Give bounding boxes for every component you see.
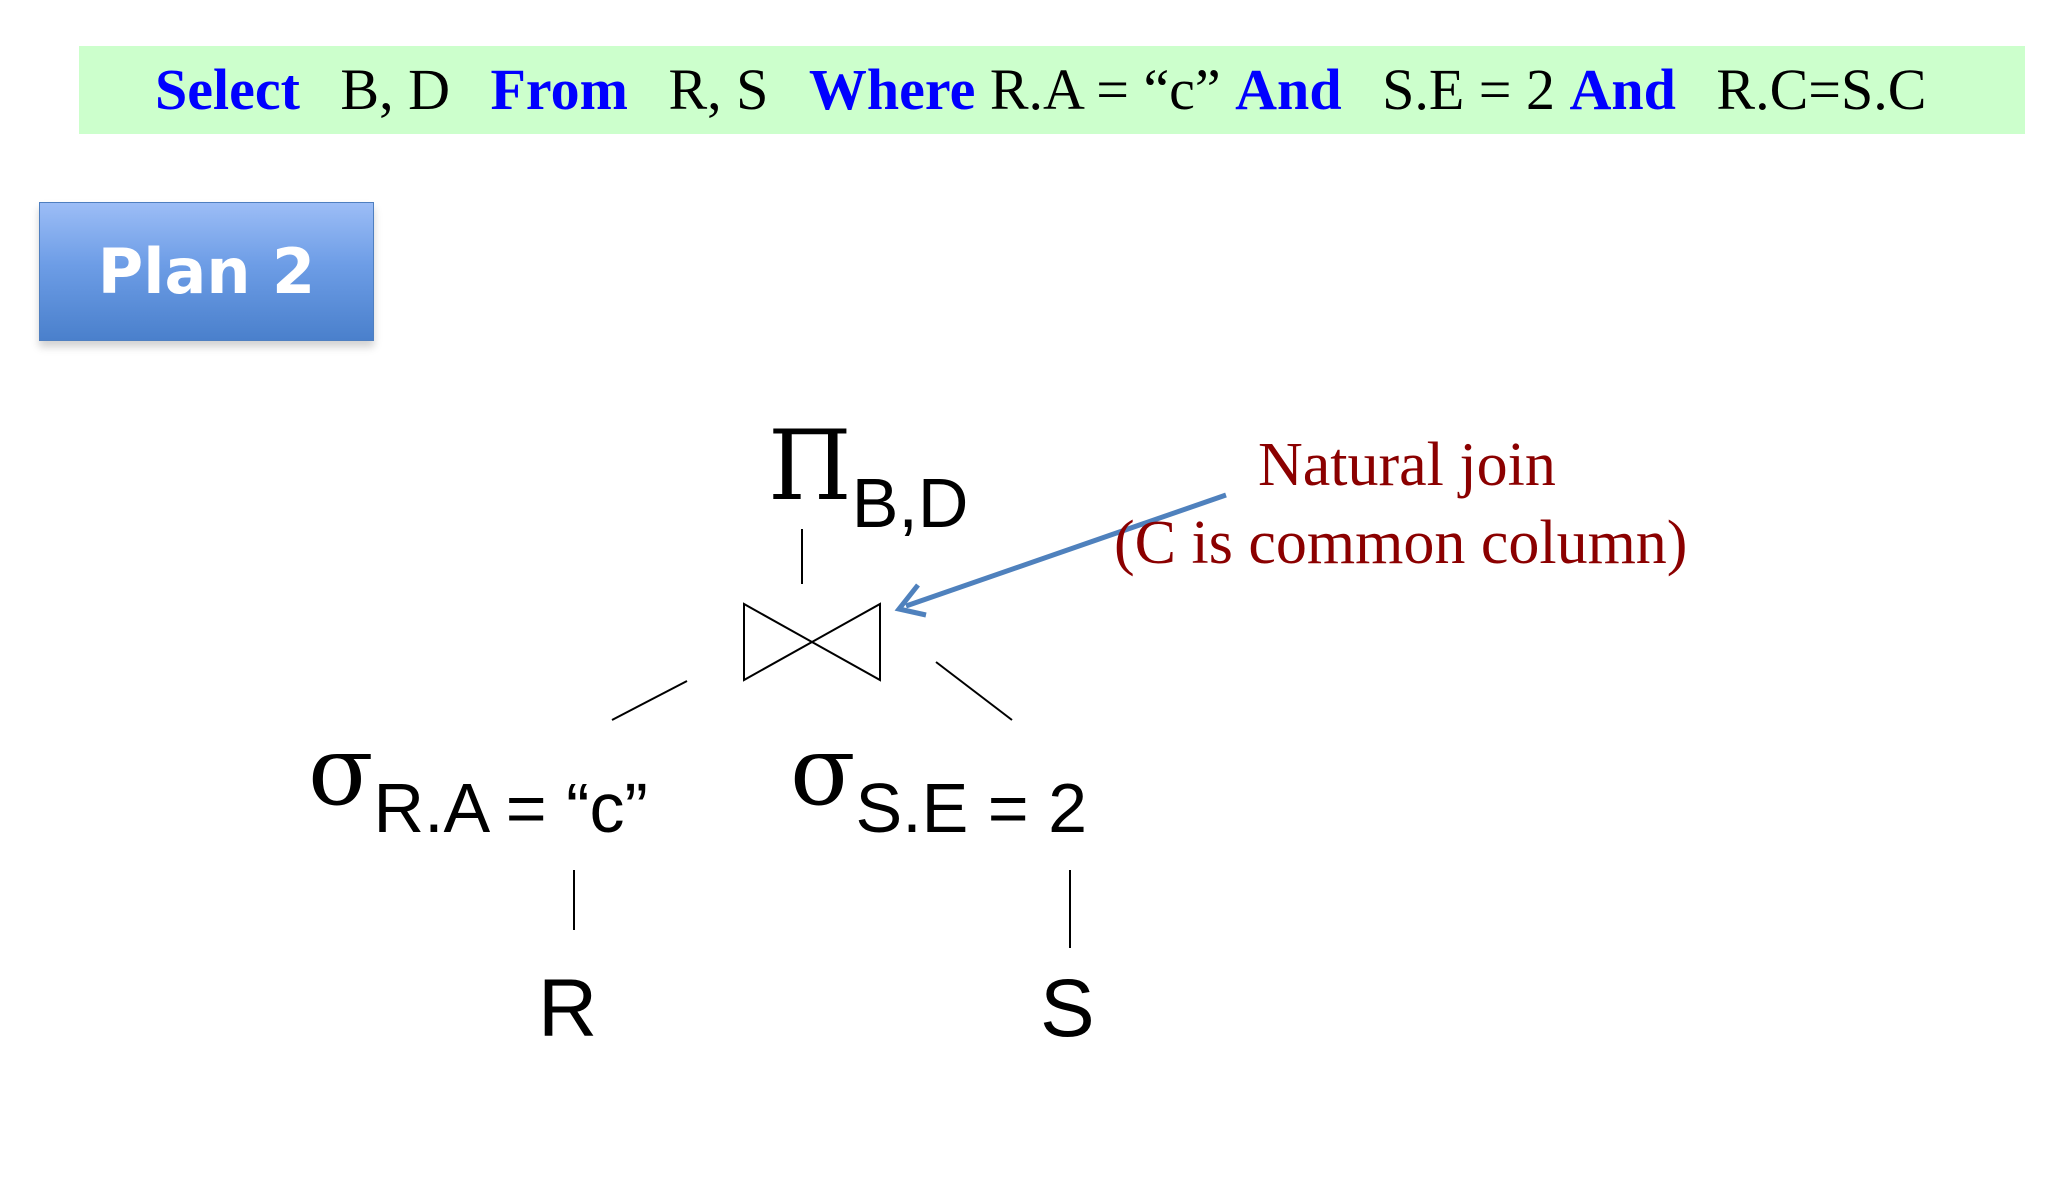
- left-selection-node: σR.A = “c”: [308, 715, 648, 847]
- from-keyword: From: [490, 57, 628, 122]
- condition-3: R.C=S.C: [1716, 57, 1927, 122]
- condition-2: S.E = 2: [1382, 57, 1555, 122]
- from-tables: R, S: [668, 57, 769, 122]
- annotation-line-1: Natural join: [1258, 431, 1556, 499]
- right-selection-node: σS.E = 2: [790, 715, 1087, 847]
- and-keyword-2: And: [1569, 57, 1676, 122]
- annotation-line-2: (C is common column): [1114, 509, 1688, 577]
- edge-join-right: [935, 661, 1013, 721]
- relation-s: S: [1040, 963, 1095, 1054]
- projection-symbol: Π: [768, 410, 852, 522]
- right-selection-symbol: σ: [790, 715, 856, 827]
- left-selection-subscript: R.A = “c”: [373, 769, 648, 847]
- where-keyword: Where: [808, 57, 976, 122]
- edge-join-left: [611, 680, 688, 721]
- projection-node: ΠB,D: [768, 410, 968, 542]
- sql-query-bar: Select B, D From R, S Where R.A = “c” An…: [79, 46, 2025, 134]
- condition-1: R.A = “c”: [989, 57, 1221, 122]
- projection-subscript: B,D: [851, 464, 969, 542]
- plan-label-box: Plan 2: [39, 202, 374, 341]
- and-keyword-1: And: [1235, 57, 1342, 122]
- select-keyword: Select: [155, 57, 300, 122]
- natural-join-icon: [743, 602, 881, 682]
- arrow-icon: [894, 492, 1227, 618]
- select-columns: B, D: [340, 57, 450, 122]
- right-selection-subscript: S.E = 2: [855, 769, 1088, 847]
- relation-r: R: [538, 963, 598, 1054]
- left-selection-symbol: σ: [308, 715, 374, 827]
